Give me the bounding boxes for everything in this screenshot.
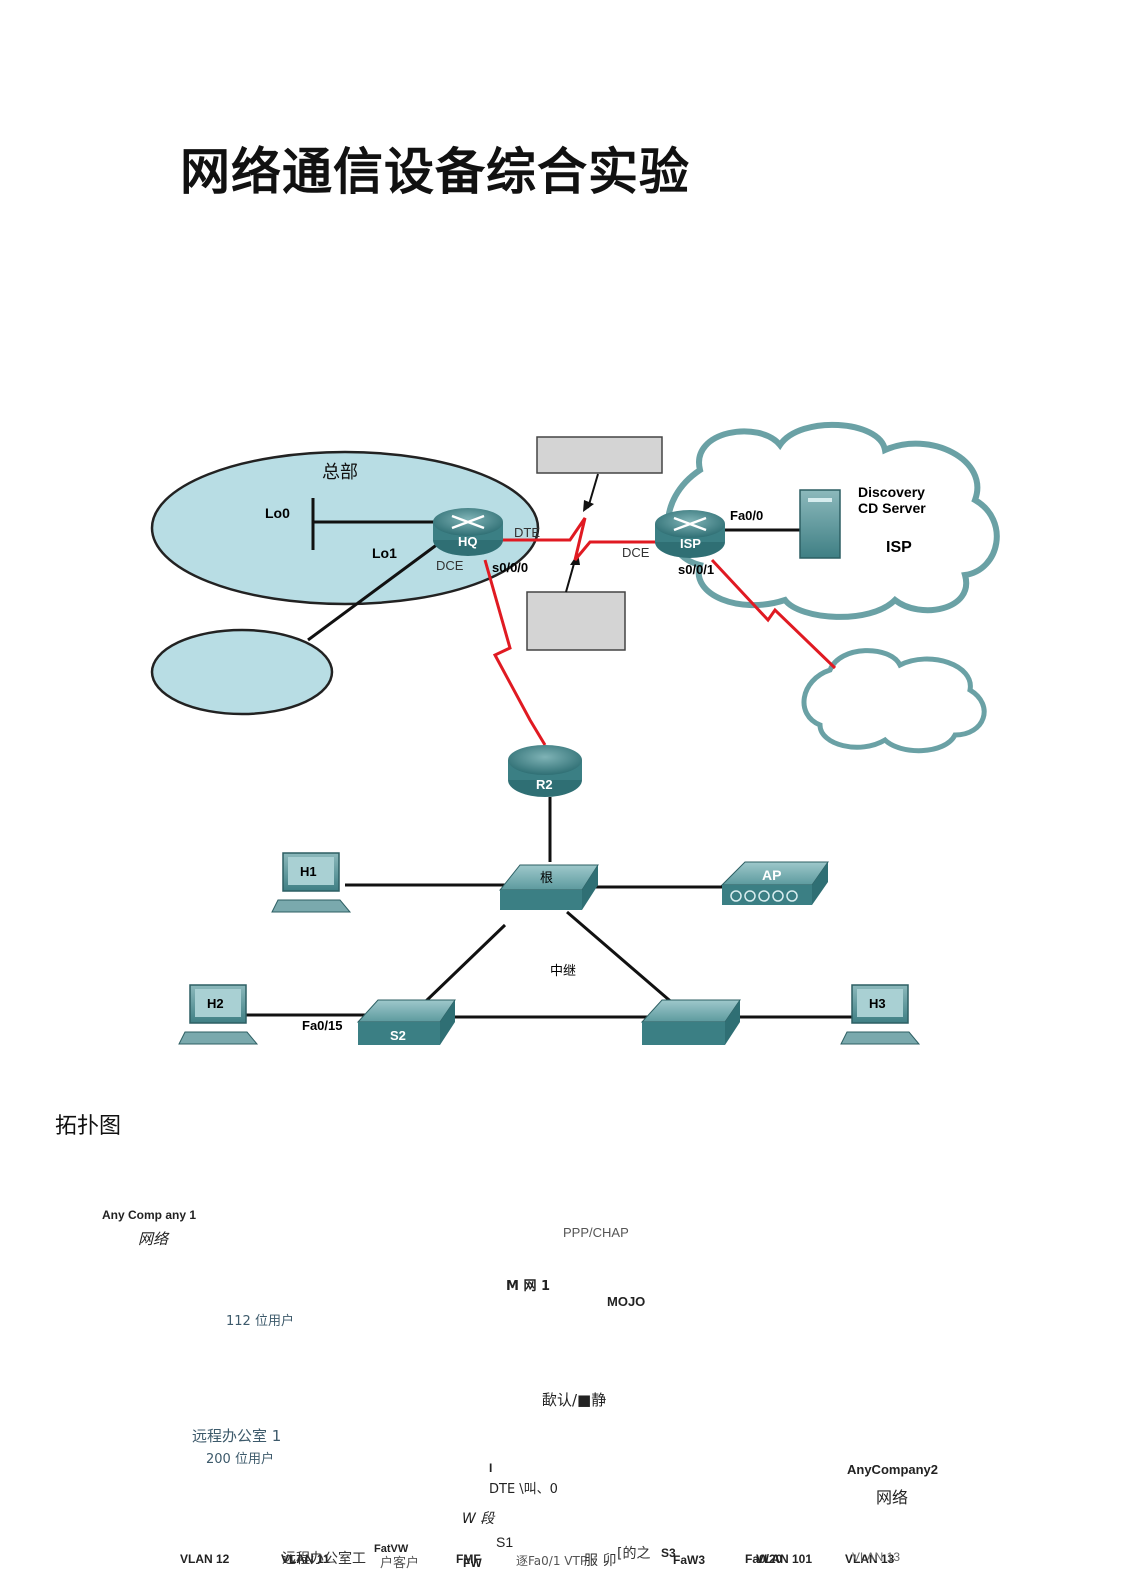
dte-line-label: DTE \叫、0: [489, 1482, 558, 1497]
router-icon: [655, 510, 725, 558]
w-mark: W 段: [462, 1511, 495, 1527]
server-slot: [808, 498, 832, 502]
lo1-area: [150, 628, 334, 716]
lo1-link: [307, 533, 451, 642]
switch-icon: [640, 999, 741, 1045]
switch-icon: [356, 999, 456, 1045]
users200-label: 200 位用户: [206, 1452, 274, 1467]
network-topology-diagram: 总部 Lo0 Lo1 Discovery CD Server ISP Fa0/0…: [150, 421, 1000, 1045]
server-name-line2: CD Server: [858, 500, 926, 516]
vlan13b-label: VLAN 13: [852, 1550, 901, 1564]
vlan11-label: VLAN 11: [281, 1552, 330, 1566]
pc-icon: [840, 984, 921, 1045]
label-box-top: [536, 436, 663, 474]
pc-icon: [271, 852, 352, 913]
figure-caption: 拓扑图: [55, 1114, 122, 1139]
router-icon: [508, 745, 582, 797]
fw-label: FW: [463, 1556, 482, 1570]
h2-label: H2: [207, 996, 224, 1011]
s2-switch-label: S2: [390, 1028, 406, 1043]
vtp-fa-label: 逐Fa0/1 VTP: [516, 1554, 588, 1568]
dte-label-left: DTE: [514, 525, 540, 540]
client-label: 户客户: [380, 1556, 420, 1571]
label-box-bottom: [526, 591, 626, 651]
remote-office1-label: 远程办公室 1: [192, 1427, 282, 1445]
access-point-icon: [720, 861, 829, 905]
ap-label: AP: [762, 867, 781, 883]
mojo-label: MOJO: [607, 1294, 646, 1309]
s0-0-1-label: s0/0/1: [678, 562, 714, 577]
vlan12-label: VLAN 12: [180, 1552, 230, 1566]
dce-label-right: DCE: [622, 545, 650, 560]
server-name-line1: Discovery: [858, 484, 925, 500]
hq-area-label: 总部: [322, 462, 358, 483]
serial-link-hq-r2: [483, 559, 547, 746]
serial-link-isp-internet: [710, 558, 837, 670]
i-mark: I: [489, 1461, 493, 1475]
router-icon: [433, 508, 503, 556]
vlan13-label: VLAN 13: [845, 1552, 895, 1566]
arrow-top-head: [583, 500, 594, 512]
dce-label-left: DCE: [436, 558, 464, 573]
serial-link-hq-isp: [500, 517, 665, 561]
anycompany2-label: AnyCompany2: [847, 1462, 939, 1477]
document-title: 网络通信设备综合实验: [180, 143, 690, 201]
fatvw-label: FatVW: [374, 1543, 409, 1555]
hq-area: [150, 450, 540, 606]
lo1-label: Lo1: [372, 545, 397, 561]
anycompany1-label: Any Comp any 1: [102, 1208, 197, 1222]
internet-cloud: [801, 648, 987, 754]
h3-label: H3: [869, 996, 886, 1011]
m-net-label: M 网 1: [506, 1279, 551, 1294]
pc-icon: [178, 984, 259, 1045]
s1-s2-trunk: [423, 923, 507, 1004]
fa0-15-label: Fa0/15: [302, 1018, 342, 1033]
s3-label: S3: [661, 1546, 676, 1560]
switch-icon: [498, 864, 599, 910]
default-static-label: 歃认/■静: [542, 1391, 607, 1409]
of-label: [的之: [617, 1546, 651, 1562]
service-label: 服 卯: [584, 1553, 617, 1569]
isp-router-label: ISP: [680, 536, 701, 551]
remote-office-label: 远程办公室工: [282, 1551, 366, 1567]
fa0-0-label: Fa0/0: [730, 508, 763, 523]
users112-label: 112 位用户: [226, 1314, 294, 1329]
vlan101-label: VLAN 101: [756, 1552, 813, 1566]
s1-mark: S1: [496, 1534, 514, 1550]
hq-router-label: HQ: [458, 534, 478, 549]
fa0-20-label: Fa0/20: [745, 1552, 783, 1566]
network1-label: 网络: [138, 1230, 169, 1248]
ppp-chap-label: PPP/CHAP: [563, 1225, 629, 1240]
network2-label: 网络: [876, 1488, 909, 1507]
faw3-label: FaW3: [673, 1553, 706, 1567]
s1-switch-label: 根: [540, 871, 553, 886]
fmf-label: FMF: [456, 1552, 481, 1566]
arrow-bottom: [565, 559, 576, 593]
isp-cloud-label: ISP: [886, 539, 912, 556]
trunk-label: 中继: [550, 964, 576, 979]
h1-label: H1: [300, 864, 317, 879]
lo0-label: Lo0: [265, 505, 290, 521]
r2-label: R2: [536, 777, 553, 792]
s0-0-0-label: s0/0/0: [492, 560, 528, 575]
